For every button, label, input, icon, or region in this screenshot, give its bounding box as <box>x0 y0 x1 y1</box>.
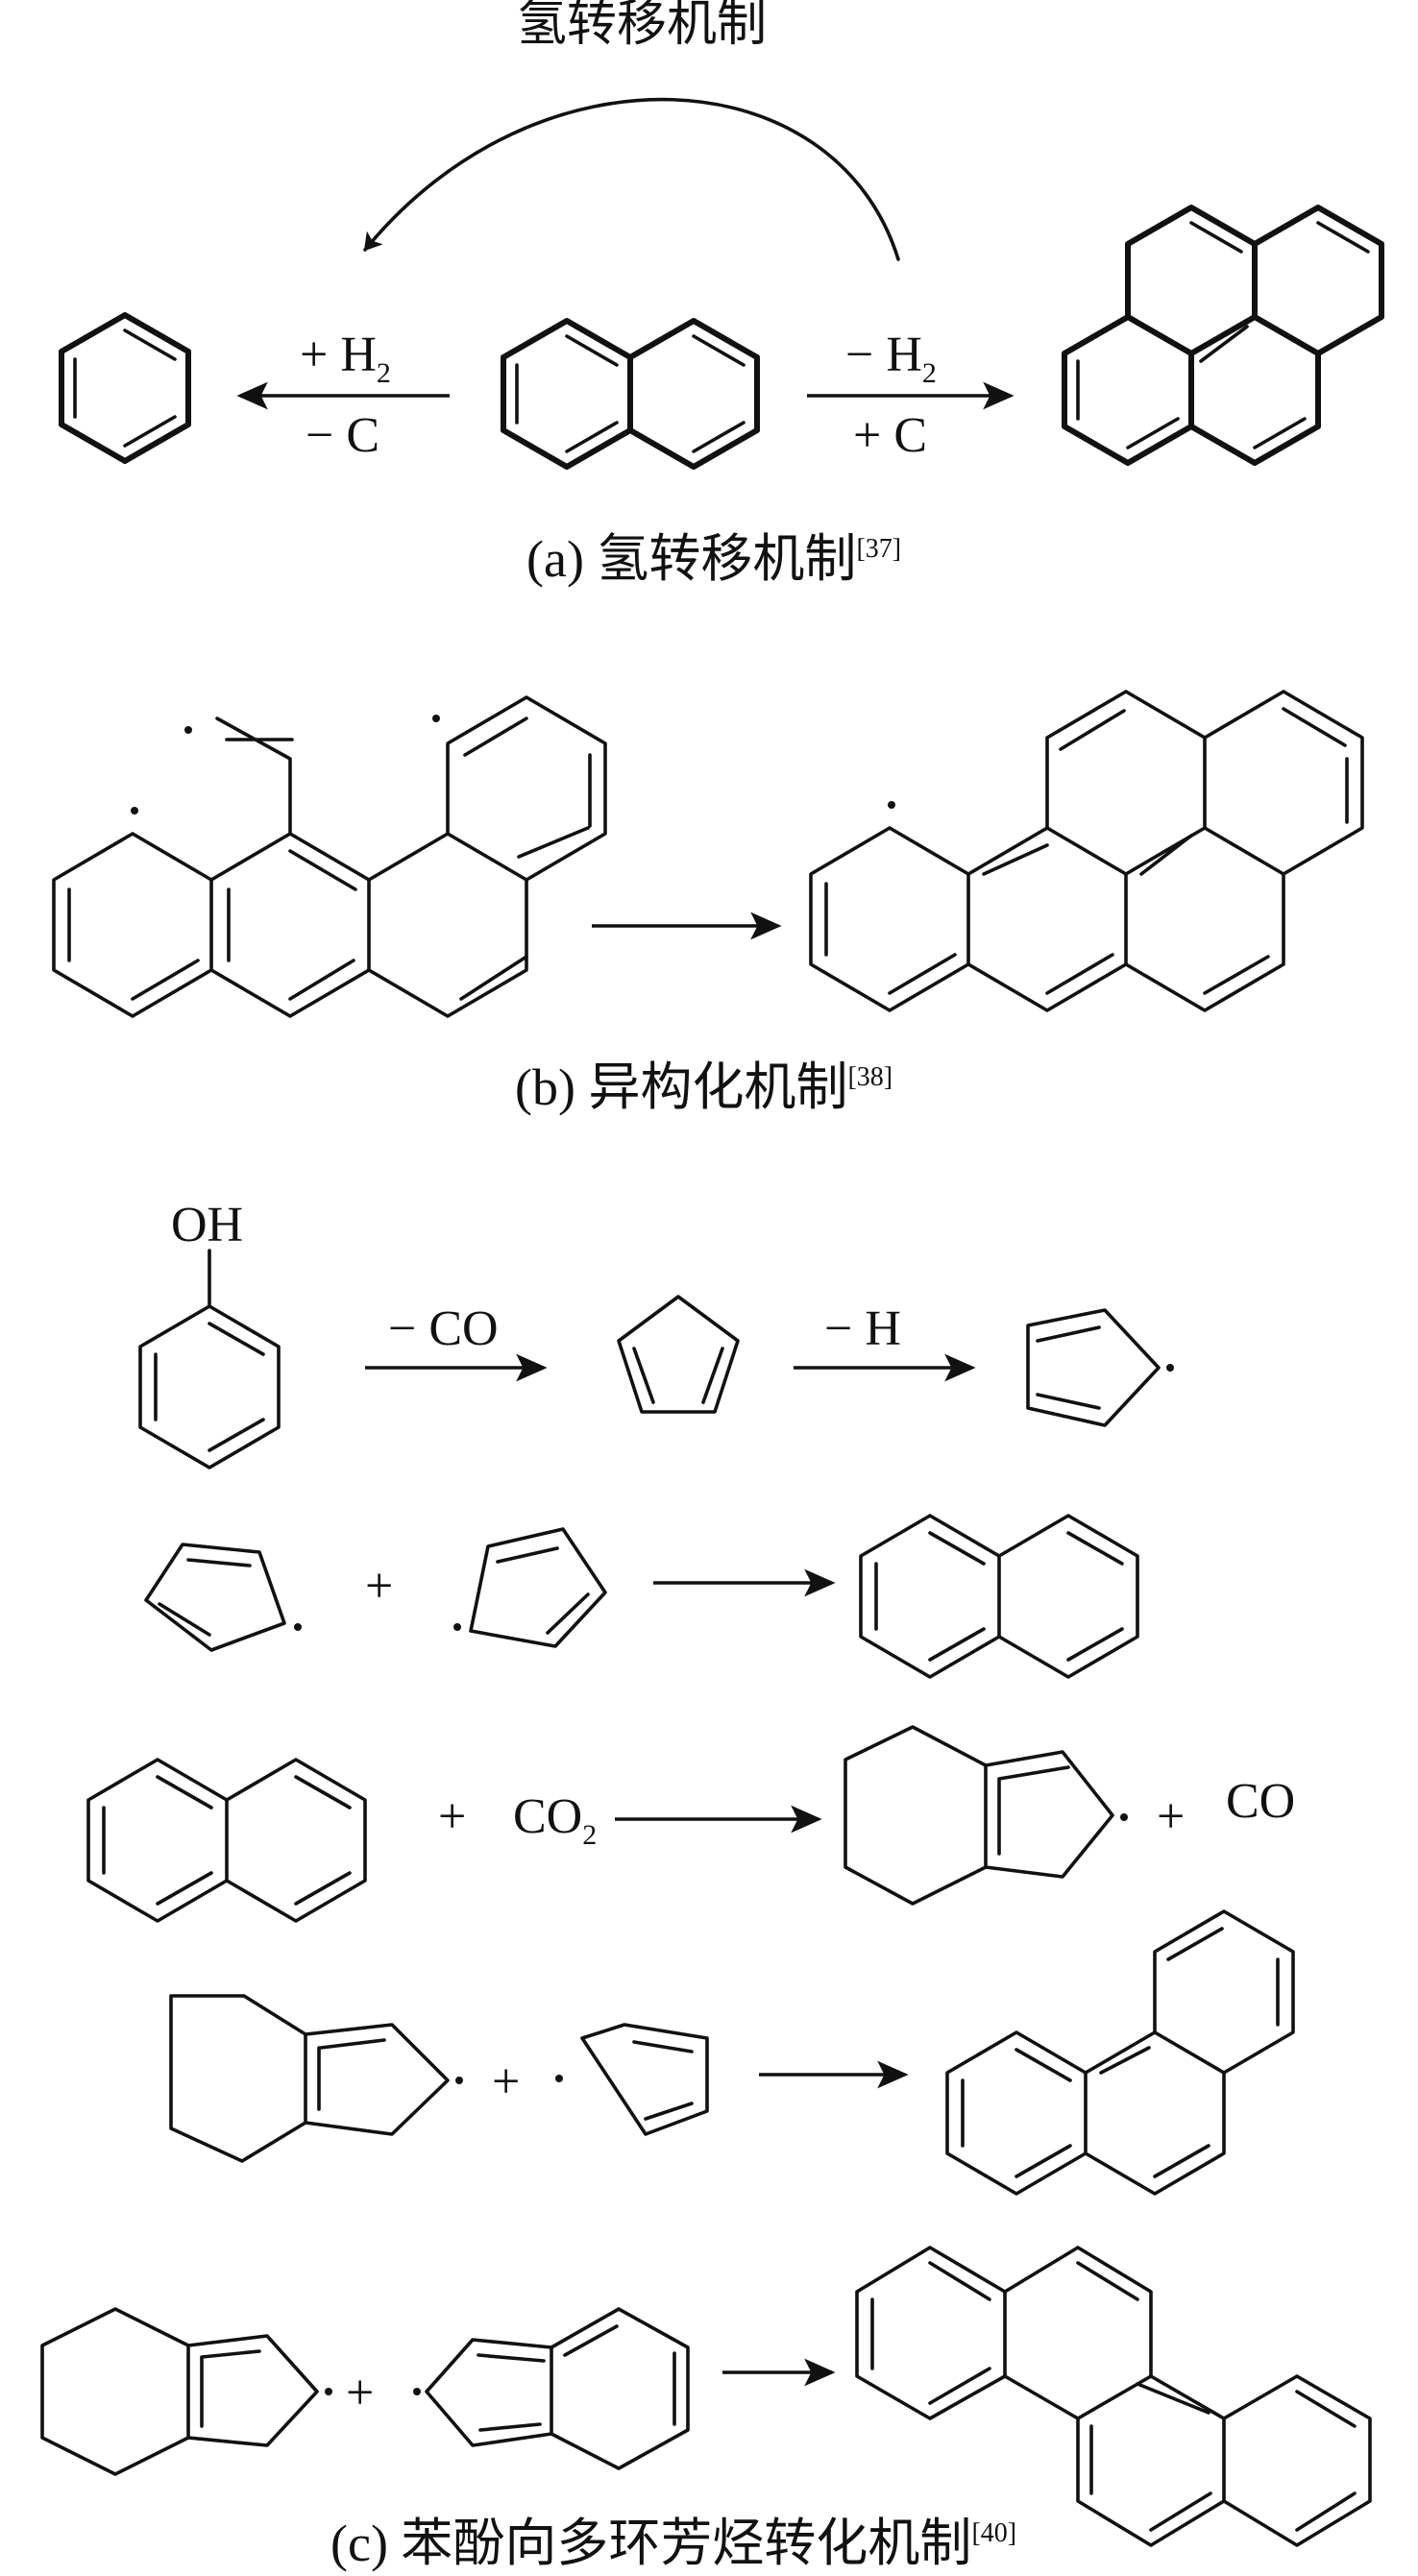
arrow-minus-h-label: − H <box>824 1301 901 1356</box>
arrow-left-top-label: + H2 <box>300 328 391 389</box>
hydrogen-transfer-label: 氢转移机制 <box>517 0 767 52</box>
naphthalene-product <box>859 1514 1139 1679</box>
plus-sign-4: + <box>492 2054 520 2109</box>
product-molecule <box>809 690 1364 1012</box>
cyclopentadienyl-radical-right <box>453 1527 607 1648</box>
cyclopentadienyl-reactant <box>555 2023 709 2136</box>
arrow-right-bottom-label: + C <box>853 408 927 463</box>
tetrahydroindenyl-product <box>843 1725 1128 1906</box>
plus-sign: + <box>365 1559 393 1614</box>
plus-sign-5: + <box>346 2366 374 2420</box>
plus-sign-3: + <box>1157 1789 1185 1844</box>
phenanthrene-product <box>945 1909 1295 2196</box>
arrow-right-top-label: − H2 <box>845 328 937 389</box>
cyclopentadiene-molecule <box>617 1295 740 1414</box>
panel-c: OH − CO − H + <box>40 1198 1372 2572</box>
panel-b: (b) 异构化机制[38] <box>52 690 1364 1116</box>
chrysene-product <box>855 2246 1372 2547</box>
naphthalene-molecule <box>501 318 760 470</box>
reactant-molecule <box>52 695 607 1018</box>
benzene-molecule <box>59 312 191 464</box>
arrow-left-bottom-label: − C <box>306 408 379 463</box>
dihydropyrene-molecule <box>1062 205 1384 466</box>
caption-b: (b) 异构化机制[38] <box>515 1058 892 1116</box>
plus-sign-2: + <box>438 1789 466 1844</box>
phenol-molecule <box>138 1249 281 1470</box>
naphthalene-reactant <box>86 1758 367 1923</box>
arrow-minus-co-label: − CO <box>388 1301 499 1356</box>
co-label: CO <box>1226 1774 1295 1829</box>
co2-label: CO2 <box>513 1789 597 1851</box>
tetrahydroindenyl-reactant <box>169 1994 463 2163</box>
oh-label: OH <box>171 1198 243 1252</box>
cyclopentadienyl-radical <box>1026 1308 1174 1427</box>
caption-a: (a) 氢转移机制[37] <box>526 530 901 588</box>
panel-a: 氢转移机制 + H2 − C − H2 + C (a) 氢转移机制[37] <box>59 0 1384 588</box>
curved-arrow <box>363 97 900 261</box>
tetrahydroindenyl-reactant-2 <box>40 2307 332 2476</box>
indenyl-reactant <box>413 2307 690 2470</box>
caption-c: (c) 苯酚向多环芳烃转化机制[40] <box>330 2515 1016 2572</box>
cyclopentadienyl-radical-left <box>144 1543 302 1652</box>
